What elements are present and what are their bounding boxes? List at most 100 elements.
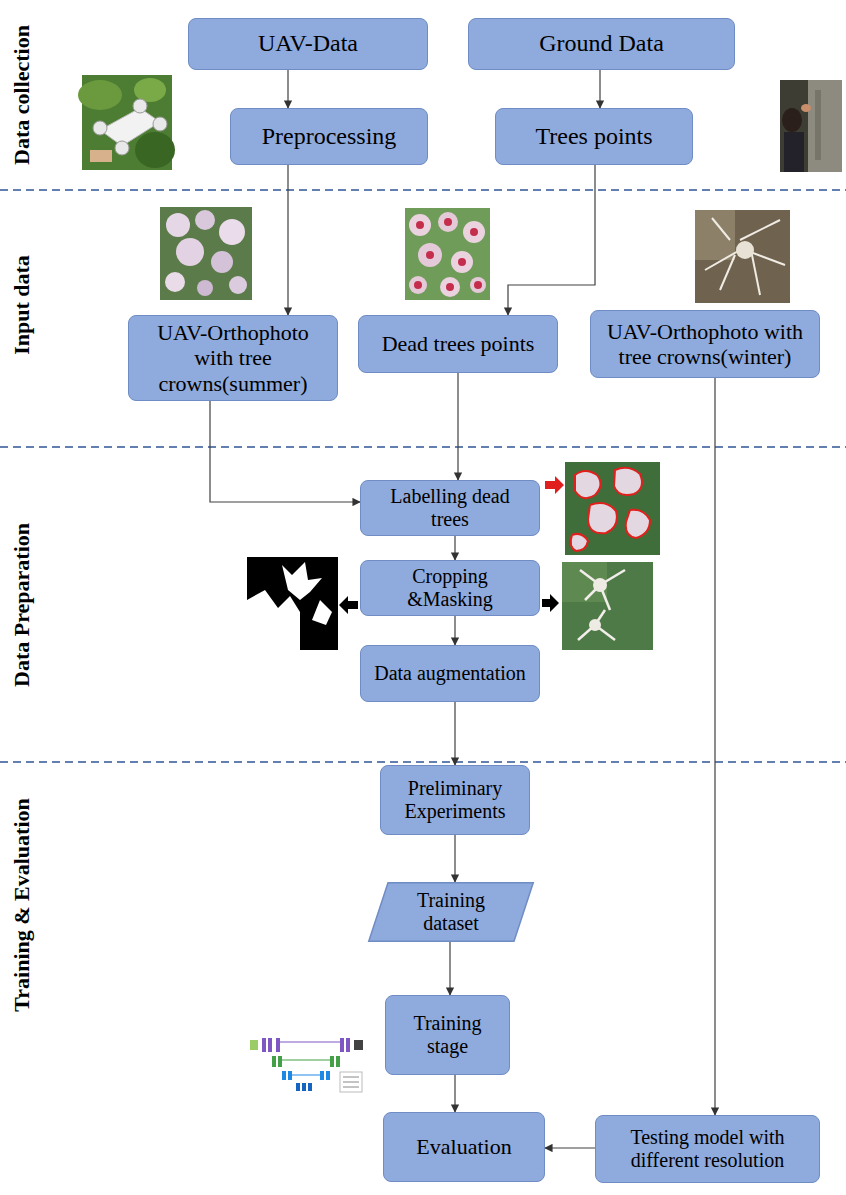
unet-sketch-part [354,1040,363,1050]
winter-orthophoto-part [705,218,785,295]
summer-orthophoto [160,207,252,300]
process-box: Preprocessing [230,108,428,165]
drone-photo-part [100,108,160,146]
parallelogram-shape [369,883,534,942]
dead-tree-points-map-part-part [416,221,424,229]
node-label: Data augmentation [374,662,526,685]
cropped-image-part [589,619,601,631]
labelled-crowns-image-part-part [626,510,650,538]
node-label: Evaluation [416,1134,511,1159]
section-divider-part [0,446,846,448]
section-label: Data Preparation [9,523,35,687]
source-box: UAV-Data [188,18,428,70]
process-box: Evaluation [383,1112,545,1182]
input-box: UAV-Orthophoto with tree crowns(summer) [128,315,338,401]
node-label: Trees points [535,123,652,151]
process-box: Labelling dead trees [360,480,540,536]
drone-photo-part [115,141,129,155]
unet-sketch-part [346,1038,350,1052]
node-label: Ground Data [539,30,664,58]
fieldwork-photo-part [801,104,811,112]
unet-sketch-part [268,1038,272,1052]
flow-arrow [599,70,600,108]
section-label: Input data [9,255,35,355]
unet-sketch-part [340,1072,362,1092]
section-label: Training & Evaluation [9,798,35,1012]
dead-tree-points-map-part [463,221,485,243]
summer-orthophoto-part [165,272,185,292]
dead-tree-points-map-part [405,208,490,300]
winter-orthophoto-part [695,210,790,303]
node-label: Labelling dead trees [371,485,529,531]
node-label: UAV-Data [258,30,358,58]
mask-image-part [247,590,300,650]
cropped-image [562,562,653,650]
flow-arrow [287,165,288,315]
process-box: Preliminary Experiments [380,765,530,835]
labelled-crowns-image-part-part [588,503,617,533]
summer-orthophoto-part [219,219,245,245]
dead-tree-points-map-part [409,276,427,294]
labelled-crowns-image-part [571,468,650,551]
dead-tree-points-map-part-part [414,281,422,289]
drone-photo-part [133,99,147,113]
flow-arrow [454,835,455,882]
dead-tree-points-map-part [470,277,486,293]
fieldwork-photo-part [808,80,842,172]
dead-tree-points-map [405,208,490,300]
summer-orthophoto-part [195,210,215,230]
node-label: Preliminary Experiments [391,777,519,823]
summer-orthophoto-part [229,276,247,294]
unet-sketch-part [330,1056,334,1067]
winter-orthophoto-part [695,210,735,260]
unet-sketch-part [282,1060,330,1061]
labelled-crowns-image-part-part [614,468,642,495]
mask-image [247,557,338,650]
unet-sketch-part [272,1056,276,1067]
flow-arrow [287,70,288,108]
winter-orthophoto-part-part [740,220,780,240]
drone-photo-part [153,117,167,131]
data-parallelogram: Training dataset [368,882,534,942]
unet-sketch-part [336,1056,340,1067]
unet-sketch-part [320,1071,324,1080]
summer-orthophoto-part [166,213,190,237]
unet-sketch-part [343,1082,359,1083]
process-box: Training stage [385,995,510,1075]
node-label: UAV-Orthophoto with tree crowns(winter) [601,319,809,370]
dead-tree-points-map-part [451,251,473,273]
winter-orthophoto-part-part [705,250,740,270]
source-box: Ground Data [468,18,735,70]
drone-photo-part [93,121,107,135]
mask-image-part [247,557,338,650]
unet-sketch-part [278,1056,282,1067]
flow-arrow [454,616,455,645]
summer-orthophoto-part [211,251,233,273]
dead-tree-points-map-part-part [458,258,466,266]
fieldwork-photo-part [782,108,802,132]
unet-sketch-part [343,1077,359,1078]
black-arrow [542,594,559,612]
process-box: Trees points [495,108,693,165]
flow-arrow [454,702,455,765]
cropped-image-part [562,562,653,650]
dead-tree-points-map-part-part [426,251,434,259]
process-box: Testing model with different resolution [595,1115,820,1183]
labelled-crowns-image-part [565,462,660,555]
fieldwork-photo-part [780,80,842,172]
mask-image-part [312,600,332,625]
unet-sketch-part [282,1071,286,1080]
flow-arrow [454,536,455,560]
unet-sketch [250,1038,363,1092]
unet-sketch-part [250,1040,258,1050]
fieldwork-photo-part [815,90,821,160]
summer-orthophoto-part [197,280,213,296]
dead-tree-points-map-part-part [470,228,478,236]
unet-sketch-part [340,1038,344,1052]
section-divider-part [0,189,846,191]
dead-tree-points-map-part [418,243,442,267]
unet-sketch-part [280,1042,340,1043]
drone-photo-part [78,80,122,110]
